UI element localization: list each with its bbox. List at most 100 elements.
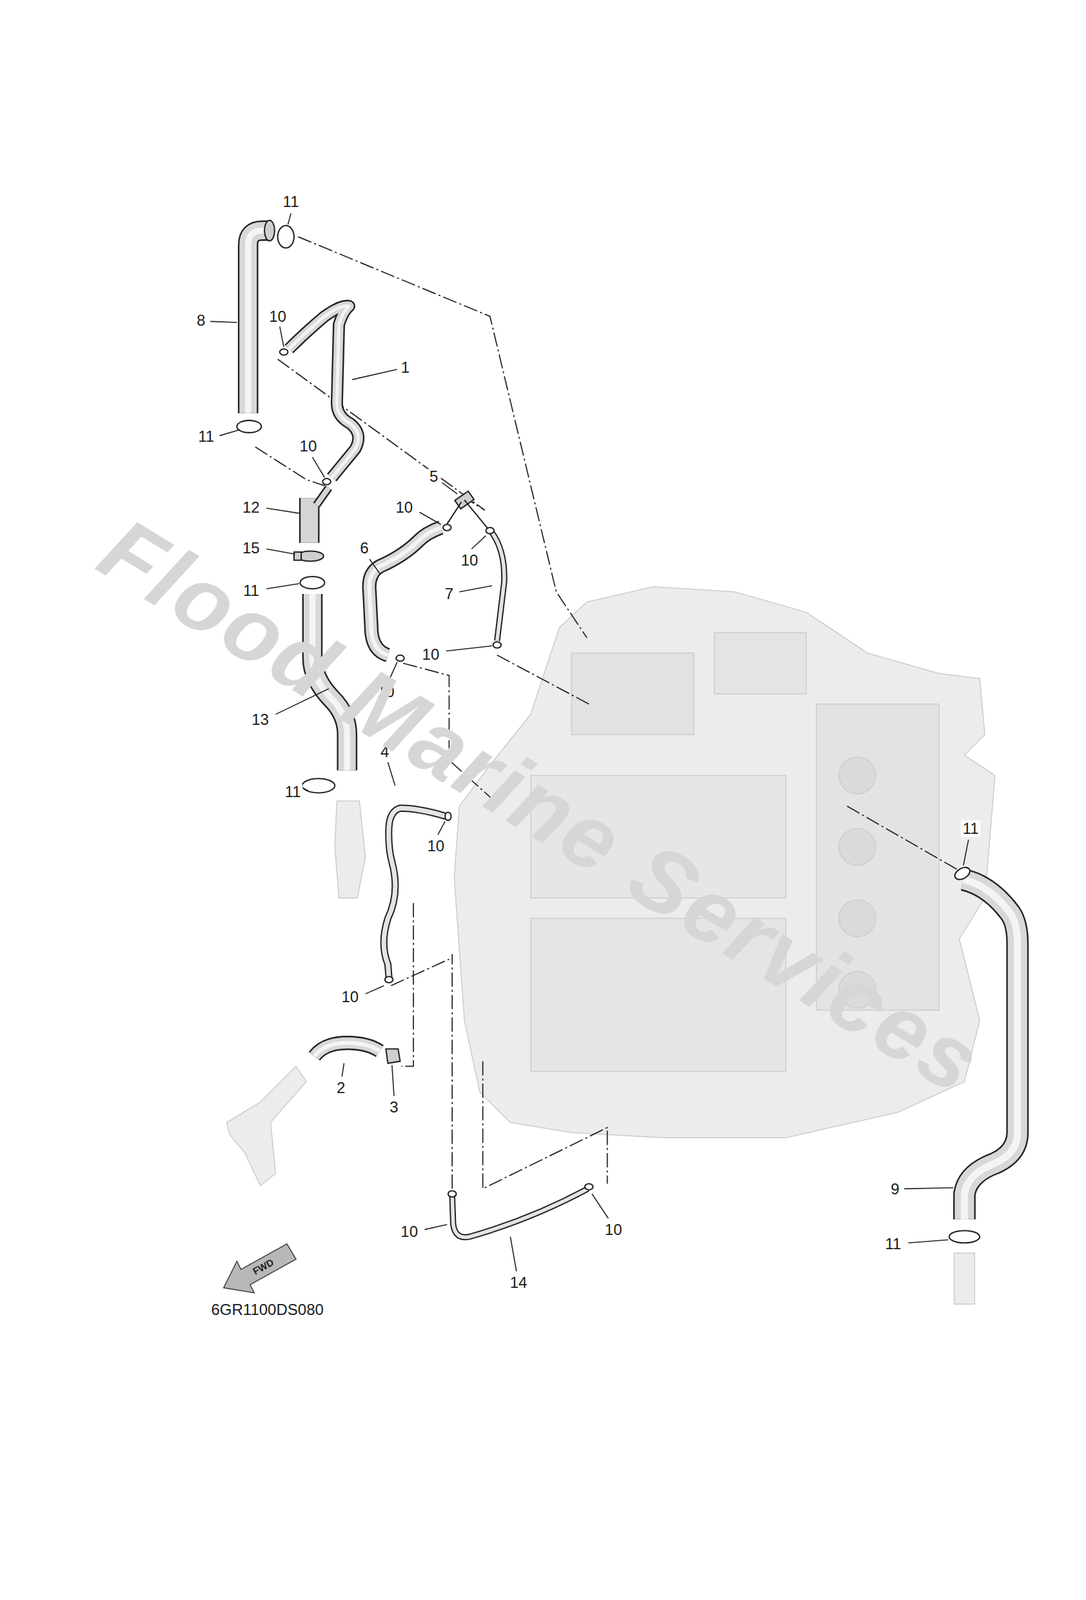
drawing-part — [365, 985, 384, 994]
callout-number: 10 — [266, 308, 289, 326]
callout-number: 10 — [297, 437, 320, 455]
drawing-part — [314, 1042, 380, 1057]
callout-number: 8 — [194, 312, 208, 329]
drawing-part — [300, 497, 318, 543]
drawing-part — [451, 953, 453, 1189]
drawing-part — [963, 839, 969, 866]
drawing-part — [448, 1191, 457, 1197]
drawing-part — [446, 646, 493, 652]
drawing-part — [949, 1230, 980, 1243]
drawing-part — [571, 653, 694, 736]
drawing-part — [444, 811, 451, 821]
drawing-part — [299, 576, 325, 589]
callout-number: 9 — [888, 1180, 901, 1198]
drawing-part — [395, 655, 405, 662]
drawing-part — [266, 548, 295, 554]
drawing-part — [219, 429, 240, 436]
drawing-part — [248, 230, 270, 414]
drawing-part — [492, 532, 505, 642]
drawing-part — [288, 305, 359, 478]
leader-lines — [210, 213, 969, 1272]
drawing-part — [424, 1224, 447, 1230]
drawing-part — [714, 632, 807, 694]
drawing-part — [248, 230, 270, 414]
callout-number: 12 — [240, 499, 262, 516]
callout-number: 11 — [281, 193, 302, 211]
drawing-part — [383, 808, 447, 978]
drawing-part — [294, 552, 302, 561]
drawing-part — [266, 508, 300, 514]
drawing-part — [279, 348, 289, 355]
drawing-part — [483, 1061, 608, 1190]
callout-number: 10 — [424, 837, 447, 855]
watermark: Flood Marine Services — [85, 503, 997, 1110]
callout-number: 13 — [249, 711, 271, 729]
drawing-part — [443, 524, 452, 531]
callout-number: 10 — [398, 1223, 420, 1241]
callout-number: 1 — [399, 359, 412, 376]
forward-arrow — [223, 1243, 297, 1294]
drawing-part — [302, 788, 309, 792]
drawing-part — [312, 457, 325, 478]
drawing-part — [908, 1239, 948, 1243]
drawing-part — [277, 359, 485, 511]
drawing-part — [316, 487, 329, 505]
drawing-part — [383, 808, 447, 978]
callout-number: 10 — [393, 499, 415, 516]
drawing-part — [492, 532, 505, 642]
drawing-part — [385, 1049, 400, 1064]
drawing-part — [248, 230, 270, 414]
drawing-part — [839, 757, 876, 794]
drawing-part — [302, 778, 336, 793]
callout-number: 15 — [240, 539, 262, 557]
callout-number: 5 — [427, 468, 440, 485]
drawing-part — [369, 527, 442, 656]
drawing-part — [352, 369, 398, 380]
drawing-part — [592, 1193, 609, 1219]
drawing-part — [226, 1066, 306, 1186]
drawing-part — [847, 806, 963, 873]
drawing-part — [954, 1253, 976, 1304]
callout-number: 10 — [602, 1221, 625, 1239]
drawing-part — [287, 213, 291, 225]
drawing-part — [446, 501, 462, 525]
callout-number: 3 — [387, 1098, 400, 1116]
drawing-part — [390, 958, 449, 986]
drawing-part — [510, 1236, 516, 1272]
callout-number: 14 — [508, 1274, 530, 1292]
callout-number: 11 — [196, 428, 217, 445]
drawing-code: 6GR1100DS080 — [210, 1302, 324, 1318]
drawing-part — [492, 641, 502, 648]
callout-number: 11 — [882, 1235, 903, 1253]
callout-number: 11 — [960, 820, 981, 838]
drawing-part — [419, 512, 442, 525]
drawing-part — [437, 821, 445, 836]
drawing-part — [385, 976, 394, 983]
drawing-part — [288, 305, 359, 478]
drawing-part — [369, 527, 442, 656]
drawing-part — [952, 864, 972, 882]
callout-number: 2 — [334, 1079, 347, 1097]
drawing-part — [497, 655, 589, 705]
drawing-part — [279, 326, 284, 347]
drawing-part — [334, 800, 366, 898]
drawing-part — [288, 305, 359, 478]
drawing-part — [210, 321, 237, 323]
drawing-part — [236, 420, 262, 433]
drawing-part — [459, 585, 493, 592]
drawing-part — [322, 478, 331, 485]
drawing-part — [316, 487, 329, 505]
drawing-part — [584, 1183, 594, 1190]
drawing-part — [264, 220, 275, 242]
drawing-part — [277, 225, 295, 249]
callout-number: 10 — [339, 988, 362, 1006]
callout-number: 10 — [420, 646, 442, 663]
callout-number: 7 — [443, 585, 456, 603]
drawing-part — [471, 535, 486, 550]
callout-number: 11 — [283, 783, 304, 801]
drawing-part — [392, 1065, 395, 1096]
drawing-part — [485, 527, 494, 534]
drawing-part — [464, 499, 488, 529]
drawing-part — [904, 1187, 954, 1190]
